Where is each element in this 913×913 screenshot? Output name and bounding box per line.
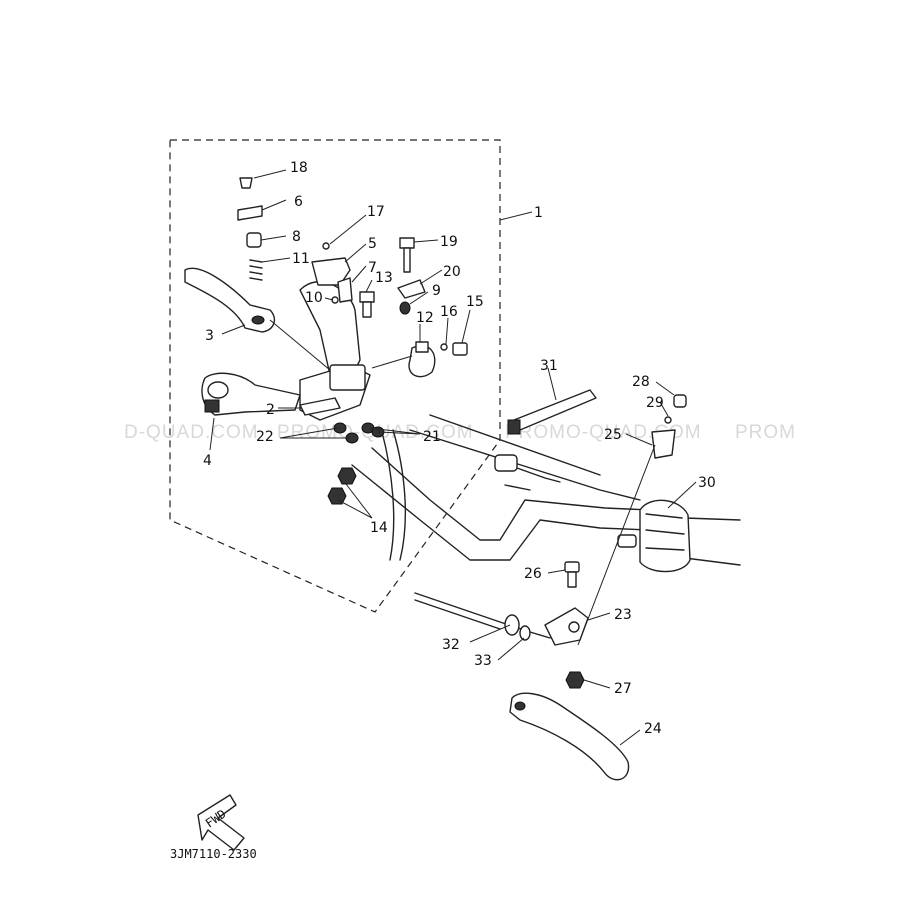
- callout-32: 32: [442, 637, 460, 653]
- callout-17: 17: [367, 204, 385, 220]
- callout-23: 23: [614, 607, 632, 623]
- small-parts: [237, 177, 687, 781]
- handlebar: [351, 414, 741, 566]
- callout-33: 33: [474, 653, 492, 669]
- callout-10: 10: [305, 290, 323, 306]
- callout-31: 31: [540, 358, 558, 374]
- callout-21: 21: [423, 429, 441, 445]
- brake-hose: [392, 429, 406, 561]
- watermark-text-3: PROMO-QUAD.COM: [505, 422, 702, 443]
- callout-4: 4: [203, 453, 212, 469]
- front-brake-lever: [184, 267, 276, 333]
- watermark-text-1: D-QUAD.COM: [124, 422, 259, 443]
- callout-16: 16: [440, 304, 458, 320]
- fwd-arrow-icon: FWD: [197, 794, 245, 851]
- callout-22: 22: [256, 429, 274, 445]
- callout-28: 28: [632, 374, 650, 390]
- callout-12: 12: [416, 310, 434, 326]
- callout-20: 20: [443, 264, 461, 280]
- callout-7: 7: [368, 260, 377, 276]
- diagram-code: 3JM7110-2330: [170, 847, 257, 861]
- watermark: D-QUAD.COM PROMO-QUAD.COM PROMO-QUAD.COM…: [124, 422, 796, 443]
- callout-11: 11: [292, 251, 310, 267]
- callout-9: 9: [432, 283, 441, 299]
- watermark-text-5: PROM: [735, 422, 796, 443]
- callouts: 18 6 17 8 11 5 7 19 20 13 10 9 3 12 16 1…: [203, 160, 716, 737]
- callout-24: 24: [644, 721, 662, 737]
- callout-14: 14: [370, 520, 388, 536]
- callout-15: 15: [466, 294, 484, 310]
- assembly-boundary: [169, 139, 501, 613]
- clamp: [201, 372, 301, 416]
- callout-29: 29: [646, 395, 664, 411]
- callout-26: 26: [524, 566, 542, 582]
- callout-2: 2: [266, 402, 275, 418]
- callout-1: 1: [534, 205, 543, 221]
- callout-8: 8: [292, 229, 301, 245]
- callout-3: 3: [205, 328, 214, 344]
- callout-6: 6: [294, 194, 303, 210]
- throttle-housing: [617, 499, 691, 573]
- callout-25: 25: [604, 427, 622, 443]
- callout-30: 30: [698, 475, 716, 491]
- leader-lines: [209, 169, 697, 746]
- callout-19: 19: [440, 234, 458, 250]
- callout-5: 5: [368, 236, 377, 252]
- callout-18: 18: [290, 160, 308, 176]
- callout-27: 27: [614, 681, 632, 697]
- callout-13: 13: [375, 270, 393, 286]
